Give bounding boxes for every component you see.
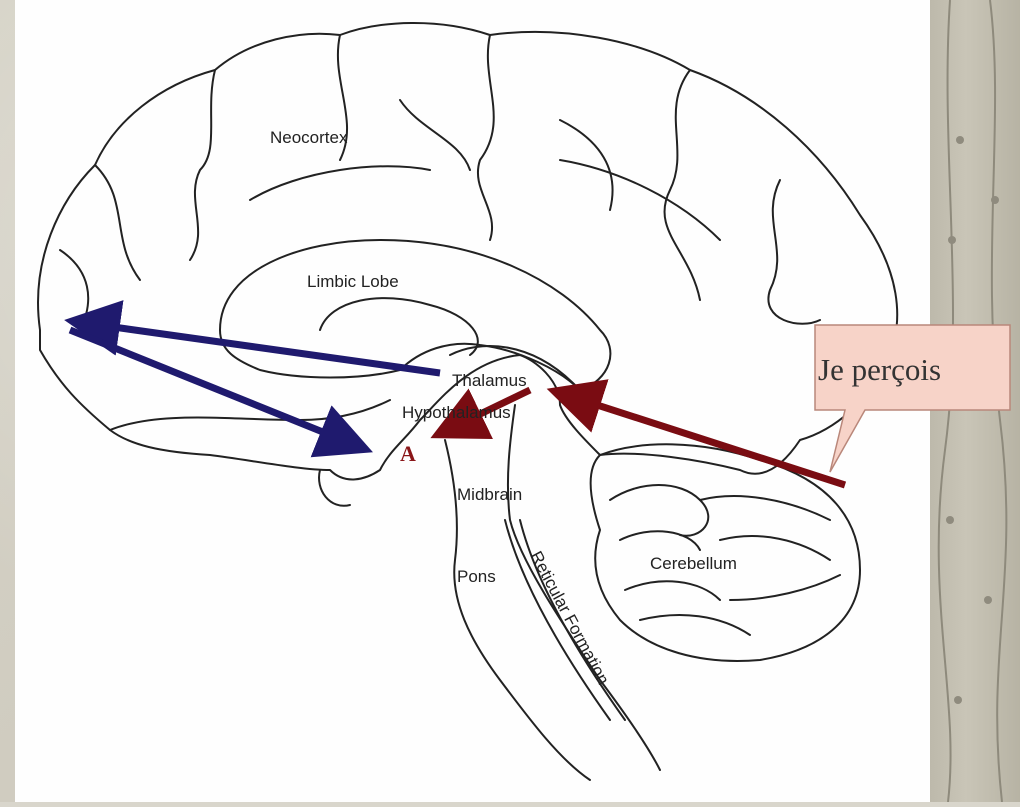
- label-cerebellum: Cerebellum: [650, 554, 737, 573]
- label-reticular-formation: Reticular Formation: [526, 548, 612, 688]
- callout-text: Je perçois: [818, 352, 941, 388]
- marker-a: A: [400, 441, 416, 467]
- callout-box: [815, 325, 1010, 472]
- label-limbic-lobe: Limbic Lobe: [307, 272, 399, 291]
- thalamus-to-frontal-arrow: [78, 322, 440, 373]
- label-midbrain: Midbrain: [457, 485, 522, 504]
- label-neocortex: Neocortex: [270, 128, 348, 147]
- label-pons: Pons: [457, 567, 496, 586]
- label-thalamus: Thalamus: [452, 371, 527, 390]
- label-hypothalamus: Hypothalamus: [402, 403, 511, 422]
- blue-arrows: [70, 322, 440, 447]
